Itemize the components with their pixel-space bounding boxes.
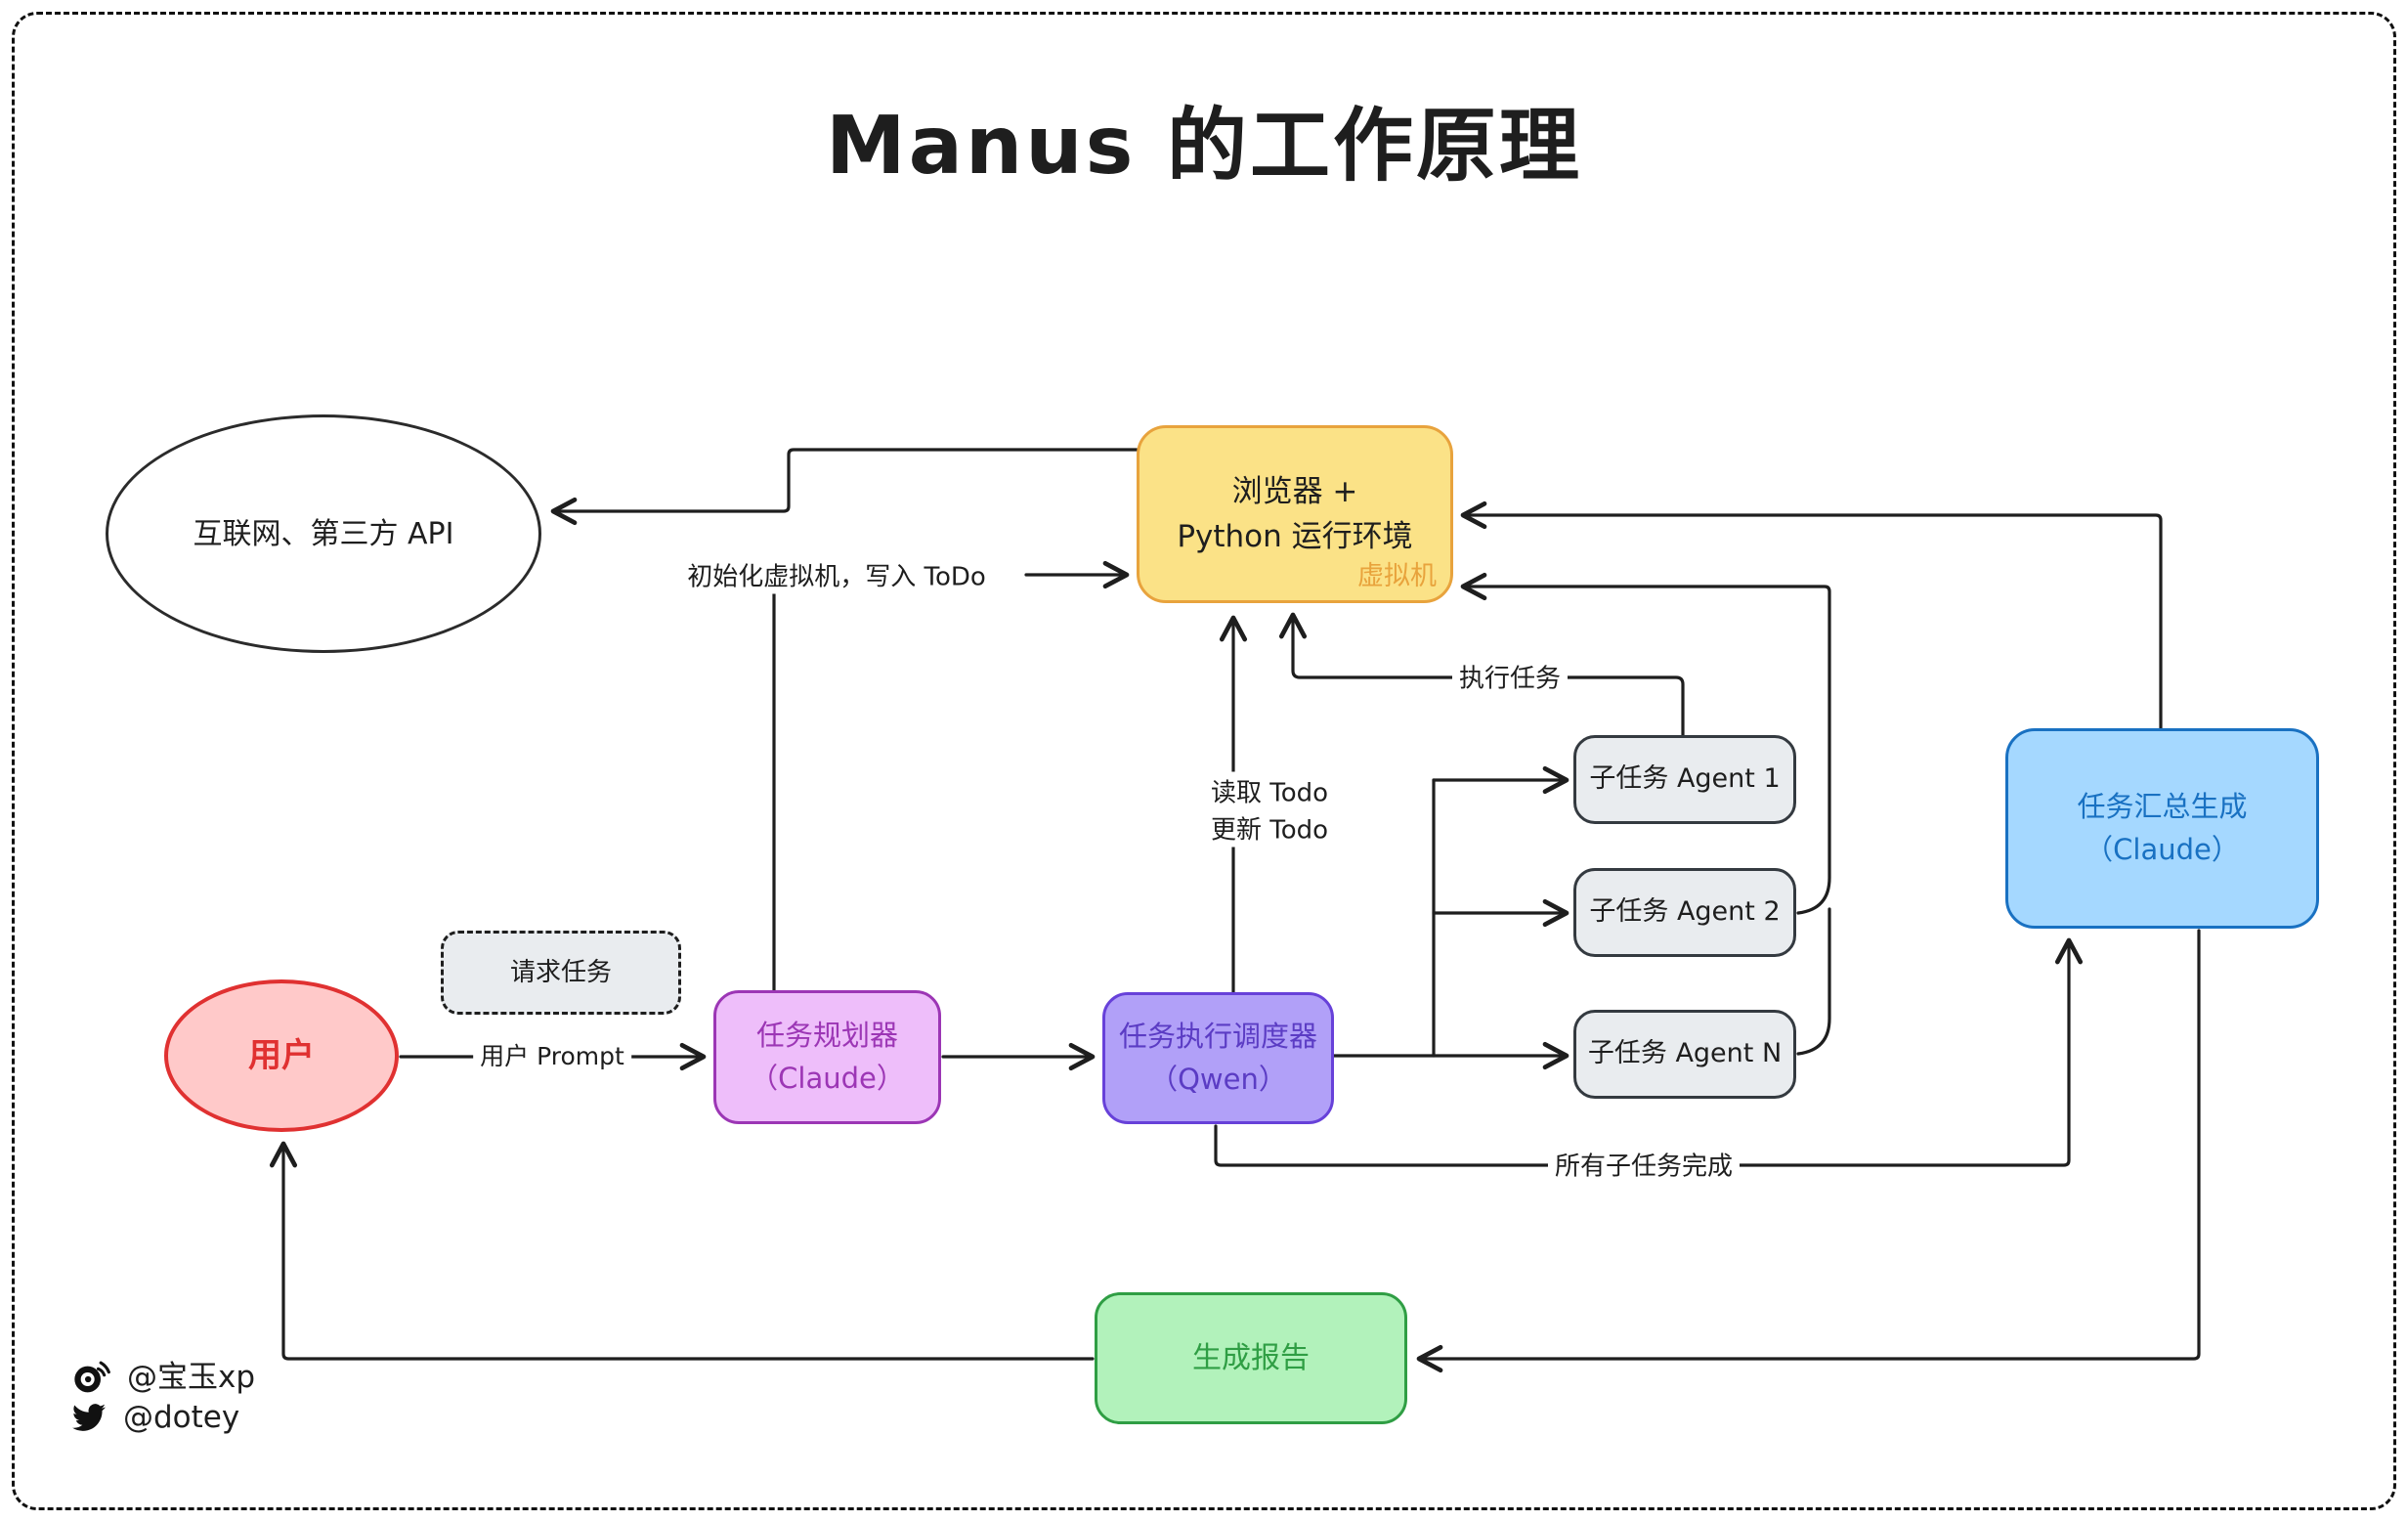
edge-label-user-prompt: 用户 Prompt — [473, 1036, 631, 1073]
node-request-note: 请求任务 — [441, 931, 681, 1015]
vm-corner-label: 虚拟机 — [1357, 560, 1437, 591]
node-summary: 任务汇总生成 （Claude） — [2005, 728, 2319, 929]
twitter-handle: @dotey — [123, 1400, 240, 1435]
summary-line1: 任务汇总生成 — [2077, 790, 2248, 823]
summary-line2: （Claude） — [2085, 832, 2240, 866]
edge-label-init-vm: 初始化虚拟机，写入 ToDo — [680, 555, 993, 594]
twitter-icon — [70, 1401, 108, 1434]
weibo-handle: @宝玉xp — [127, 1360, 256, 1395]
edge-summary-to-vm — [1460, 500, 2163, 730]
scheduler-line1: 任务执行调度器 — [1118, 1020, 1317, 1053]
weibo-icon — [70, 1355, 111, 1394]
node-agent-1: 子任务 Agent 1 — [1573, 735, 1796, 824]
edge-label-execute-task: 执行任务 — [1451, 657, 1569, 696]
edge-summary-to-report — [1416, 929, 2201, 1373]
node-internet: 互联网、第三方 API — [106, 414, 541, 653]
node-scheduler: 任务执行调度器 （Qwen） — [1102, 992, 1334, 1124]
node-report: 生成报告 — [1095, 1292, 1407, 1424]
edge-vm-to-internet — [550, 448, 1139, 526]
edge-label-read-todo: 读取 Todo — [1203, 771, 1336, 810]
node-agent-2: 子任务 Agent 2 — [1573, 868, 1796, 957]
report-label: 生成报告 — [1192, 1341, 1310, 1375]
internet-label: 互联网、第三方 API — [193, 516, 454, 551]
edge-report-to-user — [269, 1141, 1095, 1361]
agent-1-label: 子任务 Agent 1 — [1589, 763, 1781, 795]
vm-line2: Python 运行环境 — [1177, 519, 1413, 554]
edge-label-all-done: 所有子任务完成 — [1547, 1145, 1741, 1184]
agent-2-label: 子任务 Agent 2 — [1589, 896, 1781, 928]
request-note-label: 请求任务 — [509, 957, 612, 987]
agent-n-label: 子任务 Agent N — [1587, 1038, 1783, 1069]
node-vm: 浏览器 + Python 运行环境 虚拟机 — [1137, 425, 1453, 603]
vm-line1: 浏览器 + — [1231, 473, 1358, 509]
diagram-title: Manus 的工作原理 — [825, 100, 1583, 193]
user-label: 用户 — [248, 1035, 315, 1075]
edge-agentN-join — [1796, 907, 1831, 1056]
planner-line1: 任务规划器 — [755, 1019, 898, 1052]
footer-weibo: @宝玉xp — [70, 1352, 255, 1396]
node-user: 用户 — [164, 979, 399, 1132]
edge-label-update-todo: 更新 Todo — [1203, 808, 1336, 848]
scheduler-line2: （Qwen） — [1149, 1062, 1287, 1096]
edge-agents-to-vm — [1460, 572, 1831, 915]
node-agent-n: 子任务 Agent N — [1573, 1010, 1796, 1099]
footer-twitter: @dotey — [70, 1400, 239, 1435]
planner-line2: （Claude） — [750, 1061, 905, 1095]
node-planner: 任务规划器 （Claude） — [713, 990, 941, 1124]
